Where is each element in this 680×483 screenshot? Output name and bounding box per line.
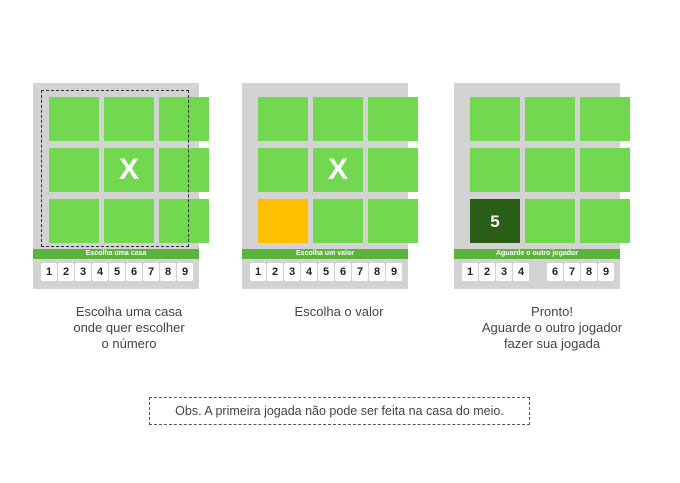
number-button[interactable]: 8 [581, 263, 597, 281]
board-panel-2: X Escolha um valor 1 2 3 4 5 6 7 8 9 [242, 83, 418, 289]
number-button[interactable]: 4 [92, 263, 108, 281]
board-cell[interactable] [368, 199, 418, 243]
board-cell[interactable] [159, 97, 209, 141]
number-button[interactable]: 1 [462, 263, 478, 281]
number-button[interactable]: 6 [335, 263, 351, 281]
number-button[interactable]: 1 [41, 263, 57, 281]
number-button[interactable]: 9 [598, 263, 614, 281]
status-bar: Escolha uma casa [33, 249, 199, 259]
board-cell[interactable] [580, 97, 630, 141]
board-cell[interactable] [104, 199, 154, 243]
number-button[interactable]: 3 [75, 263, 91, 281]
rule-note: Obs. A primeira jogada não pode ser feit… [149, 397, 530, 425]
board-cell[interactable] [580, 199, 630, 243]
board-panel-1: X Escolha uma casa 1 2 3 4 5 6 7 8 9 [33, 83, 209, 289]
board-cell[interactable] [470, 97, 520, 141]
caption-line: Aguarde o outro jogador [481, 320, 623, 335]
number-picker: 1 2 3 4 5 6 7 8 9 [33, 261, 199, 283]
board-cell[interactable]: X [104, 148, 154, 192]
board-grid: 5 [470, 97, 630, 243]
number-button[interactable]: 2 [58, 263, 74, 281]
number-button[interactable]: 4 [513, 263, 529, 281]
number-button[interactable]: 7 [143, 263, 159, 281]
board-cell[interactable] [104, 97, 154, 141]
board-cell-filled: 5 [470, 199, 520, 243]
number-picker: 1 2 3 4 5 6 7 8 9 [242, 261, 408, 283]
board-grid: X [49, 97, 209, 243]
board-cell[interactable] [368, 148, 418, 192]
caption-step-2: Escolha o valor [234, 304, 444, 320]
status-bar: Escolha um valor [242, 249, 408, 259]
board-cell[interactable] [368, 97, 418, 141]
board-cell[interactable] [525, 148, 575, 192]
number-button[interactable]: 7 [564, 263, 580, 281]
board-cell[interactable] [49, 97, 99, 141]
board-selection-outline [41, 90, 189, 247]
caption-line: fazer sua jogada [503, 336, 601, 351]
board-cell[interactable]: X [313, 148, 363, 192]
board-cell[interactable] [470, 148, 520, 192]
board-cell[interactable] [525, 97, 575, 141]
board-cell[interactable] [258, 148, 308, 192]
caption-line: Escolha uma casa [75, 304, 183, 319]
board-cell[interactable] [49, 148, 99, 192]
number-button[interactable]: 4 [301, 263, 317, 281]
caption-line: Pronto! [531, 304, 573, 319]
caption-step-3: Pronto! Aguarde o outro jogador fazer su… [447, 304, 657, 352]
number-button[interactable]: 3 [496, 263, 512, 281]
board-cell[interactable] [258, 97, 308, 141]
number-button[interactable]: 5 [109, 263, 125, 281]
number-button[interactable]: 9 [386, 263, 402, 281]
number-button[interactable]: 3 [284, 263, 300, 281]
number-button[interactable]: 6 [126, 263, 142, 281]
caption-line: o número [101, 336, 157, 351]
number-button[interactable]: 1 [250, 263, 266, 281]
number-button[interactable]: 8 [160, 263, 176, 281]
board-cell[interactable] [525, 199, 575, 243]
board-cell[interactable] [159, 148, 209, 192]
board-cell[interactable] [313, 199, 363, 243]
number-picker: 1 2 3 4 6 7 8 9 [454, 261, 620, 283]
number-button[interactable]: 6 [547, 263, 563, 281]
board-panel-3: 5 Aguarde o outro jogador 1 2 3 4 6 7 8 … [454, 83, 630, 289]
number-button[interactable]: 5 [318, 263, 334, 281]
status-bar: Aguarde o outro jogador [454, 249, 620, 259]
board-cell[interactable] [580, 148, 630, 192]
board-cell-highlighted[interactable] [258, 199, 308, 243]
board-cell[interactable] [159, 199, 209, 243]
number-button[interactable]: 2 [479, 263, 495, 281]
number-button[interactable]: 2 [267, 263, 283, 281]
caption-step-1: Escolha uma casa onde quer escolher o nú… [24, 304, 234, 352]
caption-line: onde quer escolher [73, 320, 185, 335]
number-button[interactable]: 9 [177, 263, 193, 281]
caption-line: Escolha o valor [294, 304, 384, 319]
board-grid: X [258, 97, 418, 243]
board-cell[interactable] [313, 97, 363, 141]
number-button[interactable]: 8 [369, 263, 385, 281]
number-button[interactable]: 7 [352, 263, 368, 281]
board-cell[interactable] [49, 199, 99, 243]
